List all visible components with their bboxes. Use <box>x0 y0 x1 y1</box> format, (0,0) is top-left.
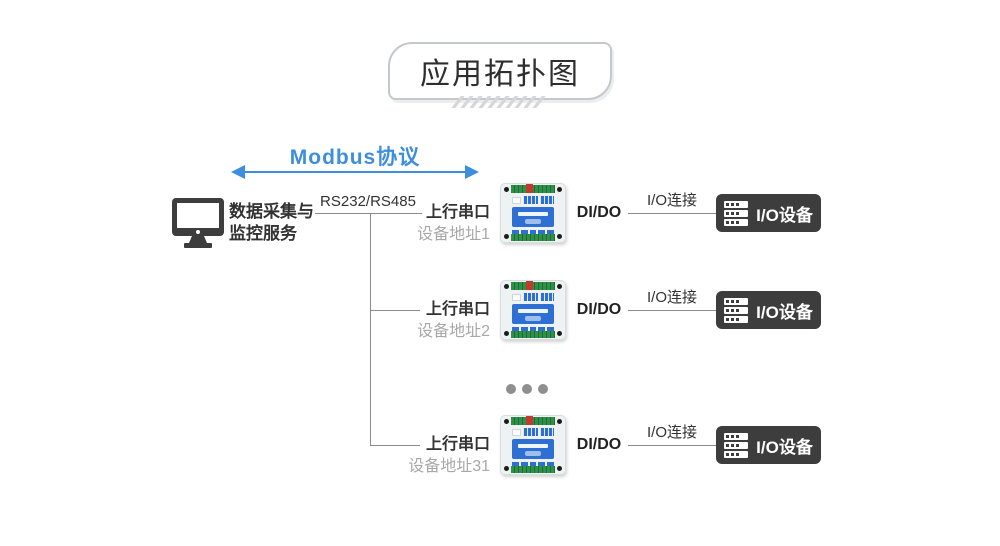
uplink-port-label: 上行串口 <box>425 301 490 318</box>
io-module-image <box>500 413 566 477</box>
connector-line <box>315 213 422 214</box>
io-device-label: I/O设备 <box>756 437 813 457</box>
io-device-badge: I/O设备 <box>716 194 821 232</box>
di-do-label: DI/DO <box>576 301 622 318</box>
server-label: 数据采集与 监控服务 <box>229 201 314 245</box>
io-connection-label: I/O连接 <box>646 289 697 306</box>
io-device-label: I/O设备 <box>756 302 813 322</box>
connector-line <box>370 445 420 446</box>
server-rack-icon <box>724 432 749 458</box>
device-address-label: 设备地址1 <box>417 226 490 243</box>
device-row-1: 上行串口 设备地址1 DI/DO I/O连接 I/O设备 <box>0 181 1000 245</box>
device-row-2: 上行串口 设备地址2 DI/DO I/O连接 I/O设备 <box>0 278 1000 342</box>
uplink-port-label: 上行串口 <box>425 436 490 453</box>
connector-line <box>628 445 716 446</box>
device-address-label: 设备地址2 <box>417 323 490 340</box>
bus-label-rs232-rs485: RS232/RS485 <box>320 193 416 210</box>
connector-line <box>628 213 716 214</box>
io-device-badge: I/O设备 <box>716 426 821 464</box>
io-connection-label: I/O连接 <box>646 424 697 441</box>
server-label-line1: 数据采集与 <box>229 202 314 221</box>
io-device-badge: I/O设备 <box>716 291 821 329</box>
device-row-3: 上行串口 设备地址31 DI/DO I/O连接 I/O设备 <box>0 413 1000 477</box>
io-connection-label: I/O连接 <box>646 192 697 209</box>
page-title: 应用拓扑图 <box>388 42 612 100</box>
di-do-label: DI/DO <box>576 204 622 221</box>
connector-line <box>628 310 716 311</box>
server-label-line2: 监控服务 <box>229 224 297 243</box>
server-rack-icon <box>724 297 749 323</box>
arrow-right-icon <box>465 165 479 179</box>
io-module-image <box>500 181 566 245</box>
device-address-label: 设备地址31 <box>408 458 490 475</box>
di-do-label: DI/DO <box>576 436 622 453</box>
modbus-arrow-line <box>240 171 470 173</box>
ellipsis-dots <box>506 384 548 394</box>
hatch-decoration <box>451 96 546 108</box>
io-module-image <box>500 278 566 342</box>
arrow-left-icon <box>231 165 245 179</box>
io-device-label: I/O设备 <box>756 205 813 225</box>
server-rack-icon <box>724 200 749 226</box>
monitor-icon <box>172 198 224 248</box>
bus-trunk-line <box>370 213 371 445</box>
uplink-port-label: 上行串口 <box>425 204 490 221</box>
connector-line <box>370 310 420 311</box>
modbus-protocol-label: Modbus协议 <box>289 146 421 169</box>
